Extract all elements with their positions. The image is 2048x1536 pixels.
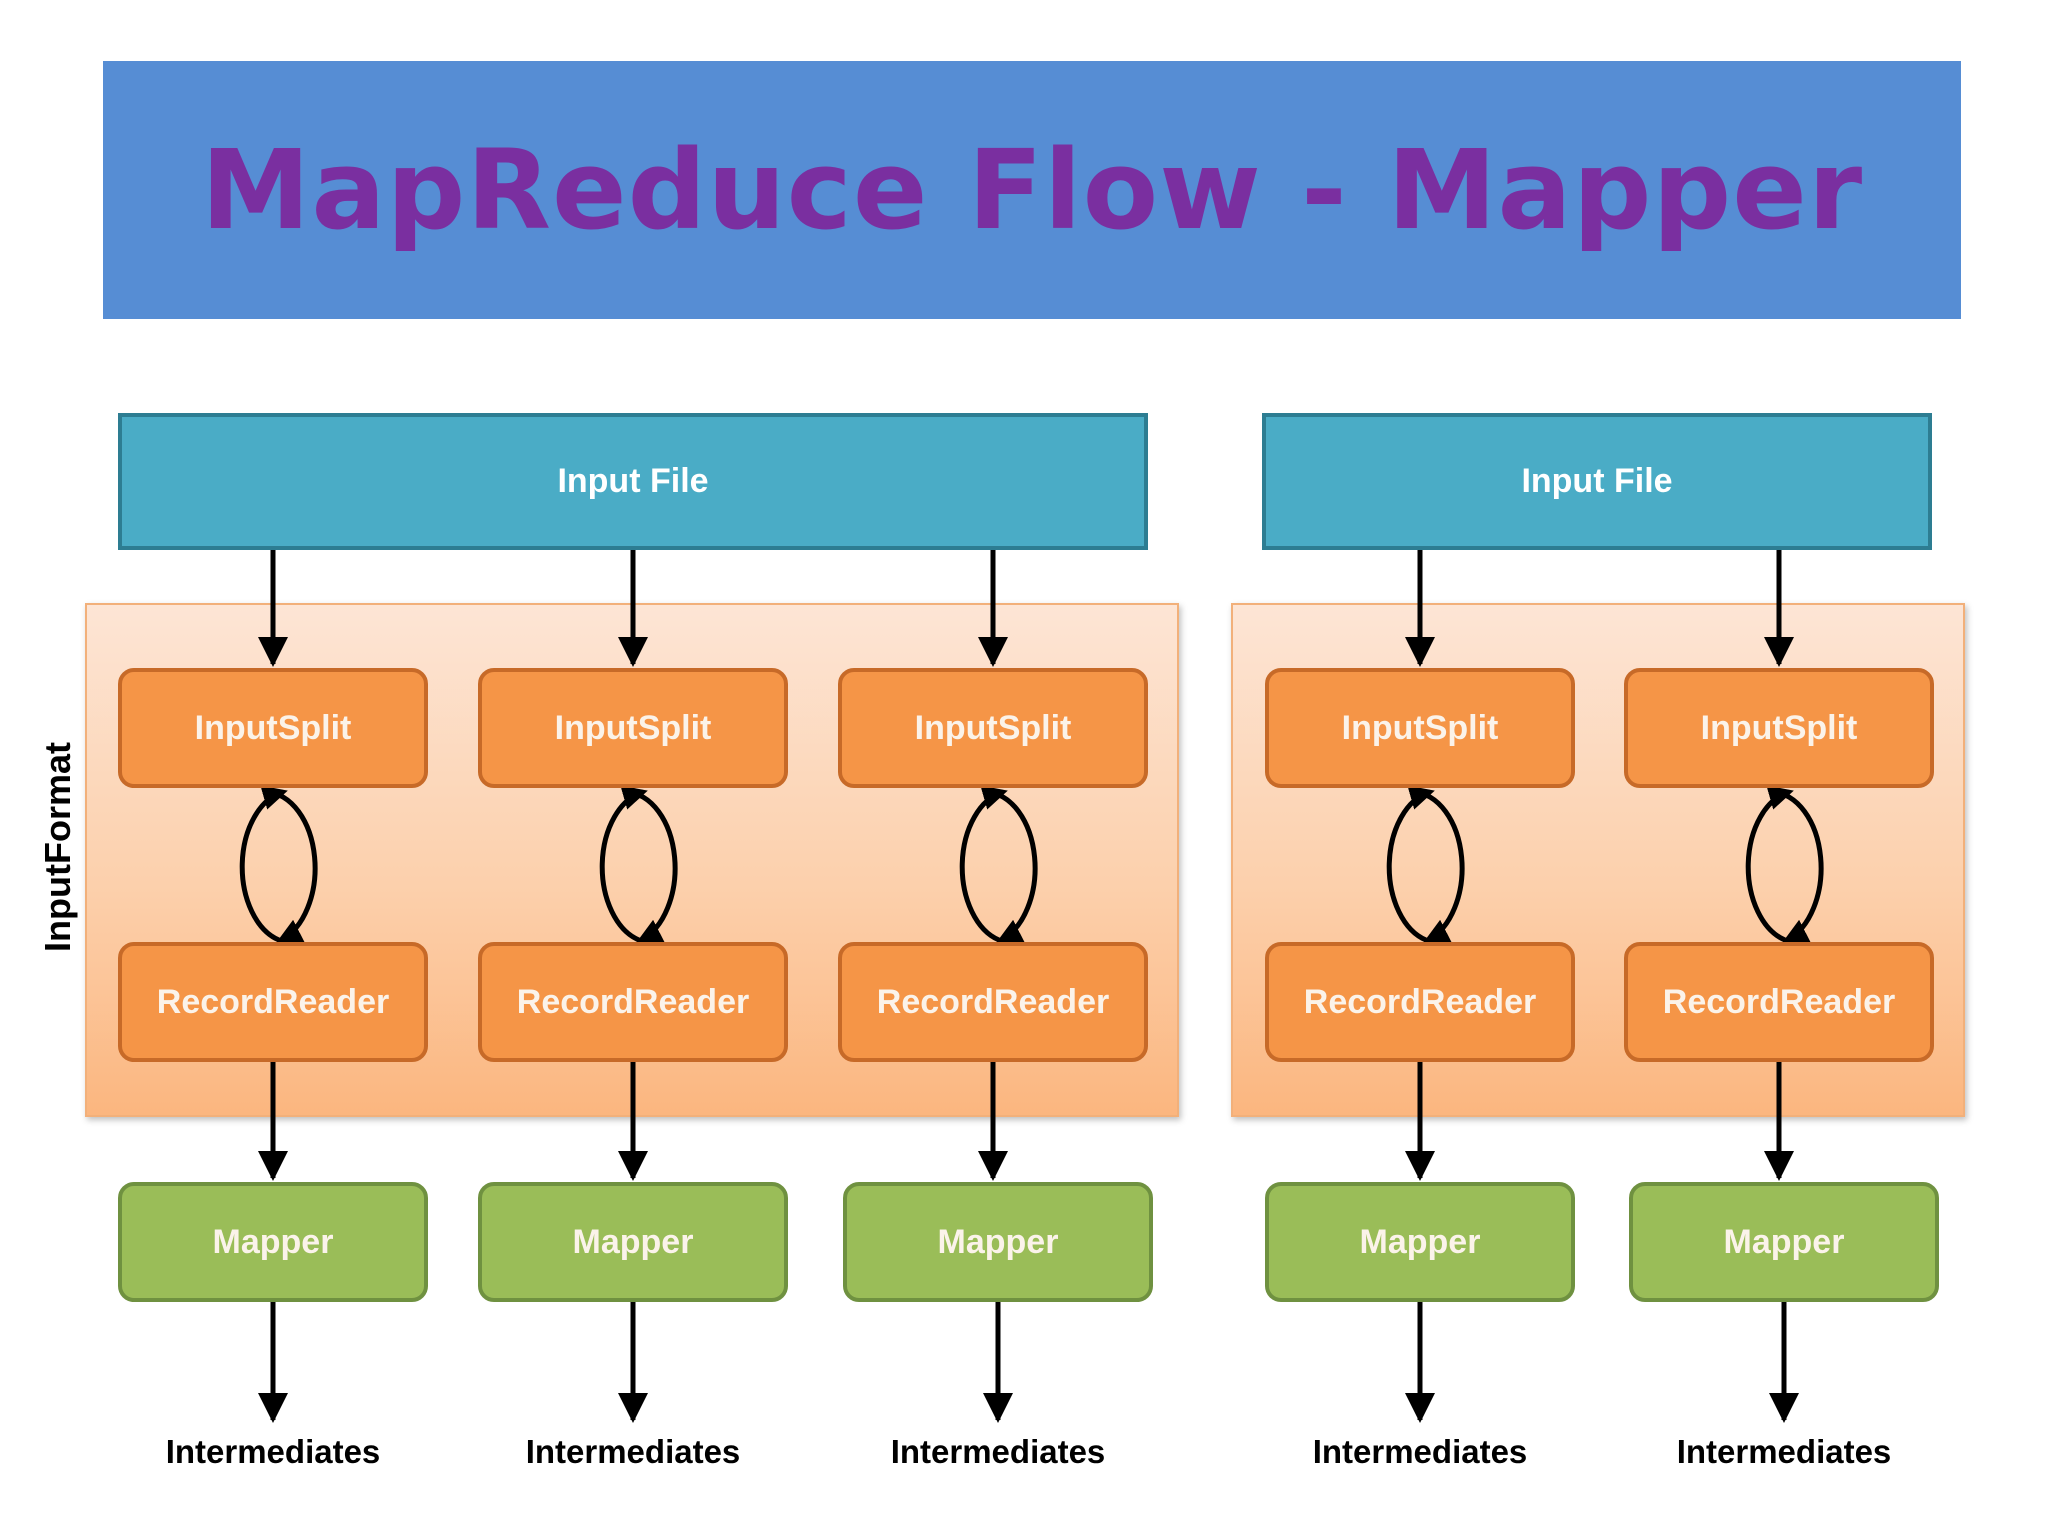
mapper-box: Mapper — [843, 1182, 1153, 1302]
mapper-box: Mapper — [118, 1182, 428, 1302]
mapper-box: Mapper — [1265, 1182, 1575, 1302]
input-split-box: InputSplit — [478, 668, 788, 788]
split-reader-cycle-arrows — [599, 785, 678, 943]
record-reader-box: RecordReader — [838, 942, 1148, 1062]
intermediates-label: Intermediates — [1676, 1433, 1892, 1470]
split-reader-cycle-arrows — [1745, 785, 1824, 943]
record-reader-box: RecordReader — [1624, 942, 1934, 1062]
split-reader-cycle-arrows — [1386, 785, 1465, 943]
record-reader-box: RecordReader — [478, 942, 788, 1062]
title-banner: MapReduce Flow - Mapper — [103, 61, 1961, 319]
intermediates-label: Intermediates — [1312, 1433, 1528, 1470]
input-split-box: InputSplit — [1624, 668, 1934, 788]
input-split-box: InputSplit — [838, 668, 1148, 788]
intermediates-label: Intermediates — [525, 1433, 741, 1470]
split-reader-cycle-arrows — [959, 785, 1038, 943]
intermediates-label: Intermediates — [890, 1433, 1106, 1470]
mapper-box: Mapper — [1629, 1182, 1939, 1302]
mapper-box: Mapper — [478, 1182, 788, 1302]
input-split-box: InputSplit — [118, 668, 428, 788]
input-file-box: Input File — [118, 413, 1148, 550]
input-split-box: InputSplit — [1265, 668, 1575, 788]
record-reader-box: RecordReader — [118, 942, 428, 1062]
input-file-box: Input File — [1262, 413, 1932, 550]
intermediates-label: Intermediates — [165, 1433, 381, 1470]
diagram-title: MapReduce Flow - Mapper — [200, 126, 1864, 254]
record-reader-box: RecordReader — [1265, 942, 1575, 1062]
split-reader-cycle-arrows — [239, 785, 318, 943]
